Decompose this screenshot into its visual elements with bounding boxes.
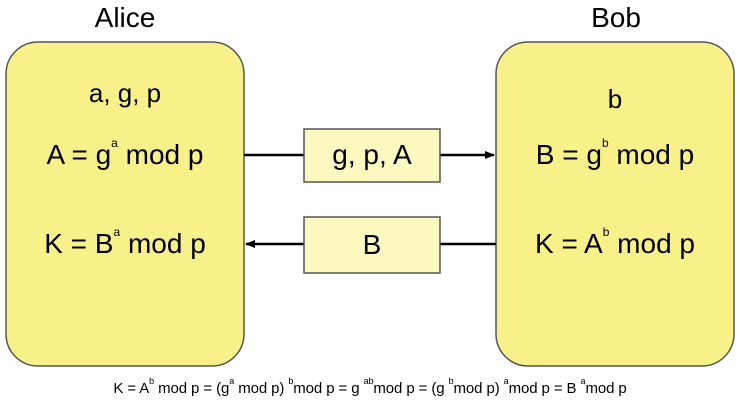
bob-shared-key-formula: K = Ab mod p <box>534 225 695 259</box>
message-box-alice-to-bob <box>303 128 441 183</box>
shared-key-derivation: K = Ab mod p = (ga mod p) bmod p = g abm… <box>113 376 627 397</box>
bob-box <box>495 41 735 367</box>
bob-title: Bob <box>591 2 641 33</box>
bob-public-key-formula: B = gb mod p <box>535 136 695 170</box>
alice-variables: a, g, p <box>88 78 162 108</box>
alice-title: Alice <box>94 2 156 33</box>
message-label-alice-to-bob: g, p, A <box>332 139 412 170</box>
alice-public-key-formula: A = ga mod p <box>46 136 204 170</box>
message-box-bob-to-alice <box>303 216 441 274</box>
alice-shared-key-formula: K = Ba mod p <box>44 225 206 259</box>
alice-box <box>5 41 245 367</box>
message-label-bob-to-alice: B <box>362 229 382 260</box>
bob-variables: b <box>607 84 623 114</box>
